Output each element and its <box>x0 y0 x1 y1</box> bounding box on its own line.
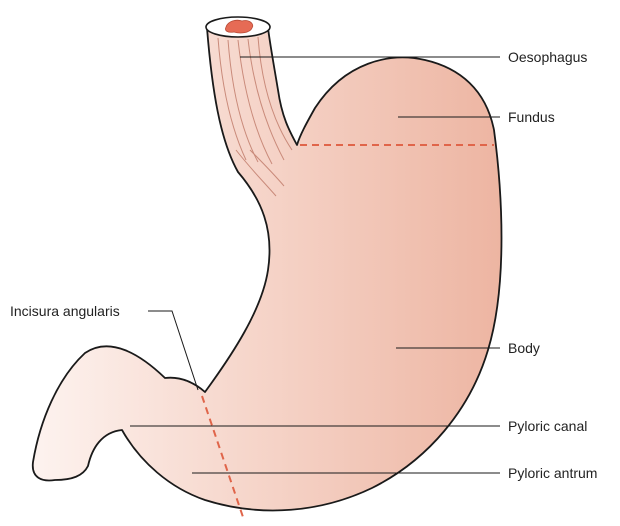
oesophagus-lumen <box>225 20 252 33</box>
body-label: Body <box>508 340 540 356</box>
incisura-label: Incisura angularis <box>10 303 120 319</box>
pyloric-canal-label: Pyloric canal <box>508 418 587 434</box>
oesophagus-label: Oesophagus <box>508 49 587 65</box>
fundus-label: Fundus <box>508 109 555 125</box>
pyloric-antrum-label: Pyloric antrum <box>508 465 597 481</box>
stomach-outline <box>33 28 502 510</box>
